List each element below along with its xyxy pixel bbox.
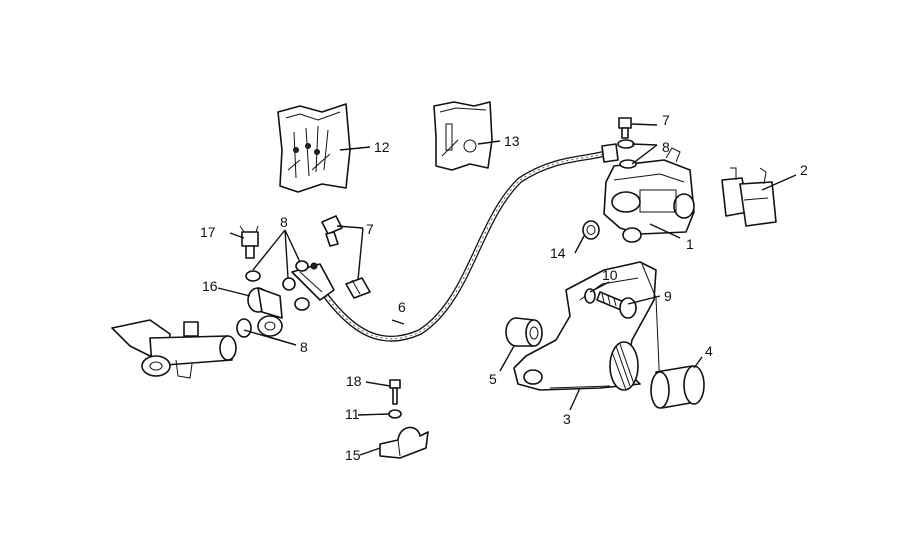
- part-7-banjo-bolt-caliper: [618, 117, 632, 139]
- callout-1: 1: [686, 236, 694, 252]
- part-5-bushing: [505, 317, 543, 347]
- callout-3: 3: [563, 411, 571, 427]
- hose-end-fitting: [291, 262, 335, 301]
- part-8-washers-master: [245, 260, 310, 311]
- part-14-nut: [582, 220, 600, 240]
- callout-10: 10: [602, 267, 618, 283]
- callout-9: 9: [664, 288, 672, 304]
- callout-7-master: 7: [366, 221, 374, 237]
- part-11-washer: [388, 409, 402, 419]
- part-7-banjo-bolt-master: [321, 215, 371, 299]
- callout-14: 14: [550, 245, 566, 261]
- part-2-brake-pads: [721, 167, 777, 227]
- callout-17: 17: [200, 224, 216, 240]
- part-13-small-kit-bag: [433, 101, 493, 171]
- leader-lines: [217, 123, 797, 456]
- callout-2: 2: [800, 162, 808, 178]
- part-1-brake-caliper: [603, 147, 695, 243]
- part-12-screw-kit-bag: [277, 103, 351, 193]
- rear-master-cylinder: [111, 318, 252, 379]
- callout-5: 5: [489, 371, 497, 387]
- callout-15: 15: [345, 447, 361, 463]
- part-6-brake-hose: [323, 143, 619, 342]
- callout-13: 13: [504, 133, 520, 149]
- callout-12: 12: [374, 139, 390, 155]
- part-17-brake-light-switch: [239, 225, 259, 259]
- callout-8-caliper: 8: [662, 139, 670, 155]
- callout-16: 16: [202, 278, 218, 294]
- callout-7-caliper: 7: [662, 112, 670, 128]
- part-8-washers-caliper: [617, 139, 637, 169]
- part-16-banjo-union: [247, 287, 283, 337]
- callout-4: 4: [705, 343, 713, 359]
- part-9-bracket-bolt: [596, 291, 637, 319]
- part-15-hose-clamp: [379, 426, 429, 459]
- part-18-screw: [389, 379, 401, 405]
- callout-8-upper: 8: [280, 214, 288, 230]
- callout-11: 11: [345, 406, 360, 422]
- part-10-washer: [584, 288, 596, 304]
- callout-18: 18: [346, 373, 362, 389]
- part-4-spacer: [609, 341, 705, 409]
- callout-6: 6: [398, 299, 406, 315]
- callout-8-lower: 8: [300, 339, 308, 355]
